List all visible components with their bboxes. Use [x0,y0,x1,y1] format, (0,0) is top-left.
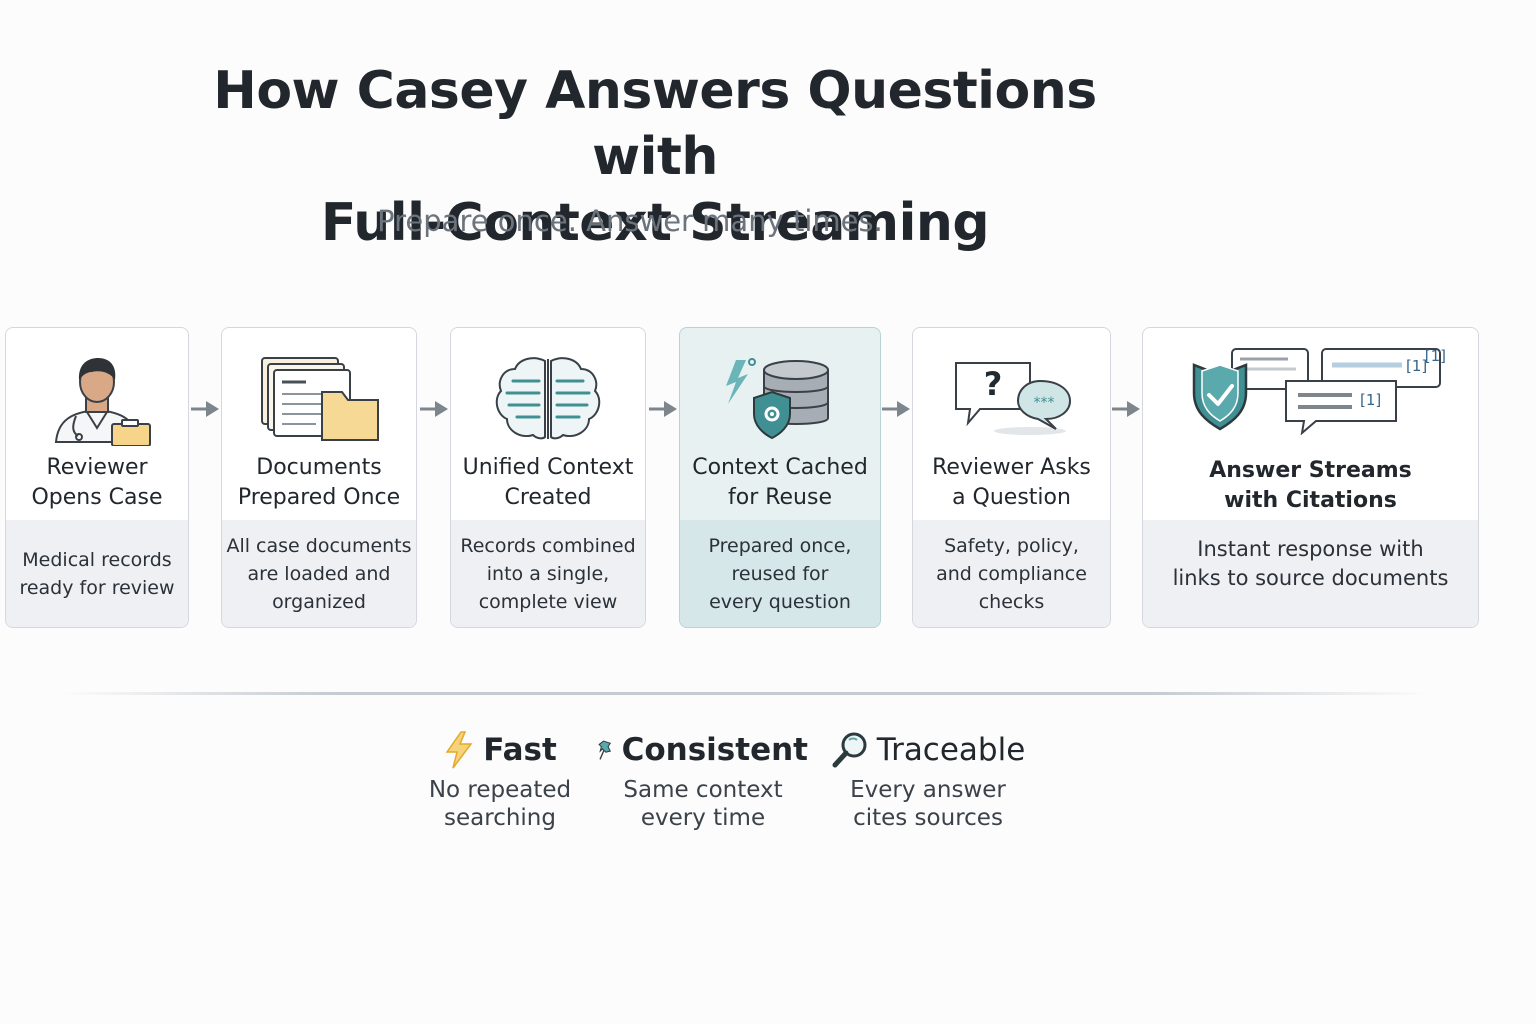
section-divider [60,692,1430,695]
step-title: Reviewer Opens Case [31,455,163,510]
step-title: Unified Context Created [462,455,634,510]
svg-text:[1]: [1] [1406,357,1427,375]
step-title: Answer Streams with Citations [1209,458,1412,513]
svg-text:[1]: [1] [1424,347,1445,365]
step-card-documents-prepared: Documents Prepared Once All case documen… [221,327,417,628]
flow-arrow-icon [649,401,677,417]
flow-arrow-icon [882,401,910,417]
documents-folder-icon [222,342,416,454]
page-title: How Casey Answers Questions with Full-Co… [200,58,1110,256]
flow-arrow-icon [1112,401,1140,417]
reviewer-avatar-icon [6,342,188,454]
step-card-answer-streams: [1] [1] [1] Answer Streams with Citation… [1142,327,1479,628]
page-subtitle: Prepare once. Answer many times. [377,204,883,238]
svg-text:?: ? [983,365,1002,403]
step-card-unified-context: Unified Context Created Records combined… [450,327,646,628]
question-chat-icon: ? *** [913,342,1110,454]
flow-arrow-icon [191,401,219,417]
step-card-context-cached: Context Cached for Reuse Prepared once,r… [679,327,881,628]
step-card-reviewer-asks: ? *** Reviewer Asks a Question Safety, p… [912,327,1111,628]
brain-icon [451,342,645,454]
step-title: Reviewer Asks a Question [932,455,1091,510]
database-shield-icon [680,342,880,454]
svg-text:***: *** [1033,395,1054,411]
title-line-2: Full-Context Streaming [320,193,990,253]
pushpin-icon [598,740,612,760]
citation-chat-icon: [1] [1] [1] [1143,340,1478,436]
magnifier-icon [832,732,867,768]
step-title: Documents Prepared Once [237,455,401,510]
title-line-1: How Casey Answers Questions with [213,61,1097,187]
svg-text:[1]: [1] [1360,391,1381,409]
flow-arrow-icon [420,401,448,417]
lightning-icon [445,731,473,769]
step-title: Context Cached for Reuse [692,455,868,510]
